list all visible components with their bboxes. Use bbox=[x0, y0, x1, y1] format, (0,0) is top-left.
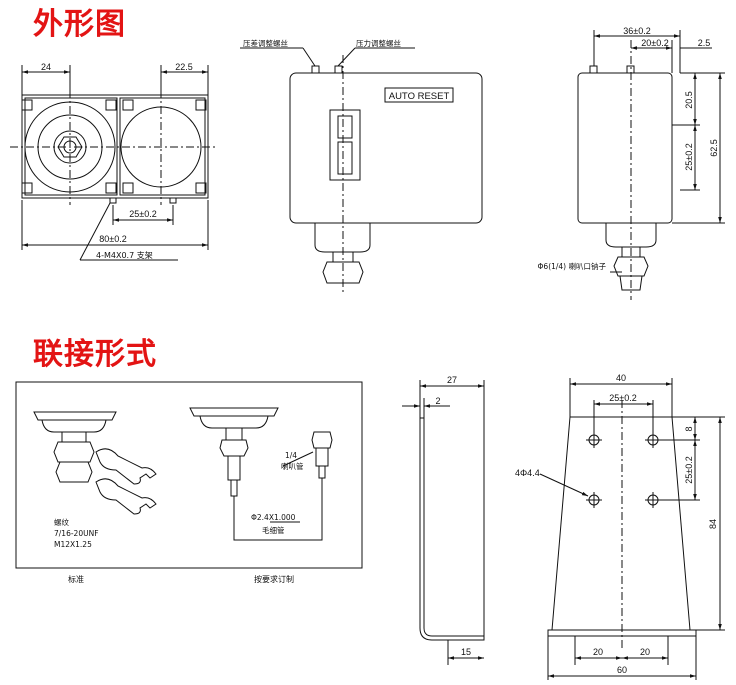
front-bracket-callout: 4-M4X0.7 支架 bbox=[96, 250, 153, 260]
label-diff-screw: 压差调整螺丝 bbox=[243, 38, 288, 48]
plate-dim-top: 40 bbox=[616, 373, 626, 383]
label-pressure-screw: 压力调整螺丝 bbox=[356, 38, 401, 48]
profile-dim-v3: 62.5 bbox=[709, 139, 719, 157]
plate-dim-base-right: 20 bbox=[640, 647, 650, 657]
front-view bbox=[10, 65, 215, 261]
corner-screws bbox=[21, 99, 207, 194]
profile-body bbox=[577, 72, 673, 224]
profile-dim-mid: 20±0.2 bbox=[641, 38, 668, 48]
front-dim-right: 22.5 bbox=[175, 62, 193, 72]
thread-label: 螺纹 bbox=[54, 517, 69, 527]
l-dim-thick: 2 bbox=[435, 396, 440, 406]
plate-dim-height: 84 bbox=[708, 519, 718, 529]
flare-size: 1/4 bbox=[285, 451, 297, 460]
plate-dim-hole-spacing: 25±0.2 bbox=[684, 456, 694, 483]
l-dim-top: 27 bbox=[447, 375, 457, 385]
caption-standard: 标准 bbox=[68, 574, 84, 584]
flare-label: 喇叭管 bbox=[281, 461, 304, 471]
pressure-screw bbox=[334, 65, 343, 74]
plate-dim-edge: 8 bbox=[684, 426, 694, 431]
caption-custom: 按要求订制 bbox=[254, 574, 294, 584]
l-dim-bottom: 15 bbox=[461, 647, 471, 657]
diff-screw bbox=[311, 65, 320, 74]
plate-dim-holes: 25±0.2 bbox=[609, 393, 636, 403]
front-dim-width: 80±0.2 bbox=[99, 234, 126, 244]
plate-dim-base: 60 bbox=[617, 665, 627, 675]
auto-reset-badge: AUTO RESET bbox=[389, 91, 450, 102]
connection-panel-frame bbox=[15, 381, 363, 569]
profile-flare-callout: Φ6(1/4) 喇叭口钠子 bbox=[538, 261, 607, 271]
side-body bbox=[289, 72, 483, 224]
auto-reset-box bbox=[384, 87, 454, 103]
profile-dim-edge: 2.5 bbox=[698, 38, 711, 48]
plate-bracket bbox=[539, 378, 725, 680]
plate-dim-base-left: 20 bbox=[593, 647, 603, 657]
front-dim-mount: 25±0.2 bbox=[129, 209, 156, 219]
connection-panel bbox=[15, 381, 363, 569]
plate-hole-callout: 4Φ4.4 bbox=[515, 468, 540, 478]
connection-section-title: 联接形式 bbox=[33, 337, 157, 372]
profile-dim-top: 36±0.2 bbox=[623, 26, 650, 36]
outline-section-title: 外形图 bbox=[33, 7, 126, 42]
side-view bbox=[240, 47, 483, 295]
profile-view bbox=[577, 30, 725, 300]
profile-dim-v1: 20.5 bbox=[684, 91, 694, 109]
thread-spec-2: M12X1.25 bbox=[54, 540, 92, 549]
profile-dim-v2: 25±0.2 bbox=[684, 143, 694, 170]
front-dim-left: 24 bbox=[41, 62, 51, 72]
window-outer bbox=[329, 109, 361, 181]
capillary-size: Φ2.4X1.000 bbox=[251, 513, 296, 522]
l-bracket bbox=[402, 380, 485, 665]
side-fitting bbox=[322, 261, 364, 284]
capillary-label: 毛细管 bbox=[262, 525, 285, 535]
thread-spec-1: 7/16-20UNF bbox=[54, 529, 99, 538]
